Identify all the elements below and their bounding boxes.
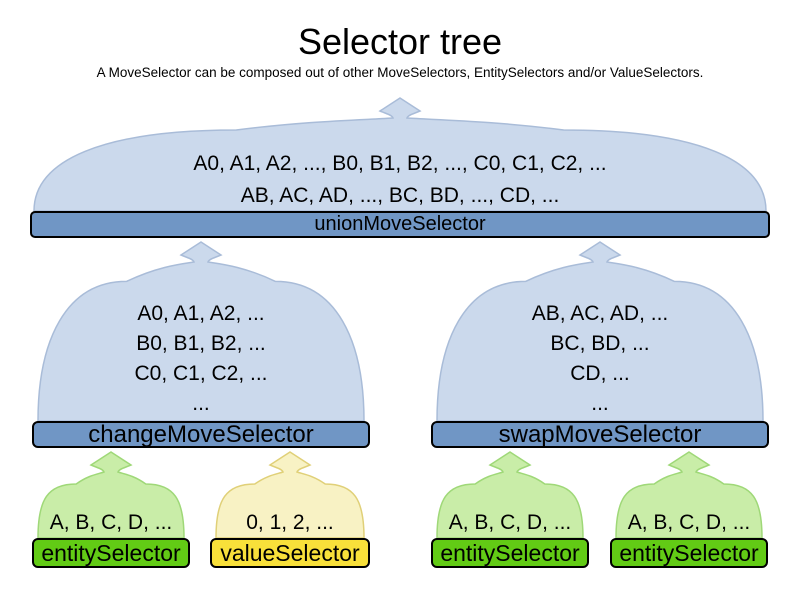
selection-list: A0, A1, A2, ..., B0, B1, B2, ..., C0, C1… xyxy=(28,148,772,212)
selection-line: A0, A1, A2, ... xyxy=(137,302,265,325)
selection-list: 0, 1, 2, ... xyxy=(210,508,370,538)
change-move-selector-bar: changeMoveSelector xyxy=(32,421,370,448)
node-entity-selector-3: A, B, C, D, ... entitySelector xyxy=(610,450,768,570)
node-swap-move-selector: AB, AC, AD, ... BC, BD, ... CD, ... ... … xyxy=(431,240,769,448)
selection-line: AB, AC, AD, ... xyxy=(531,302,669,325)
selection-line: 0, 1, 2, ... xyxy=(246,511,334,534)
selection-line: A, B, C, D, ... xyxy=(448,511,572,534)
node-union-move-selector: A0, A1, A2, ..., B0, B1, B2, ..., C0, C1… xyxy=(28,96,772,242)
node-value-selector: 0, 1, 2, ... valueSelector xyxy=(210,450,370,570)
page-subtitle: A MoveSelector can be composed out of ot… xyxy=(96,65,704,80)
selection-line: B0, B1, B2, ... xyxy=(136,332,266,355)
node-entity-selector-1: A, B, C, D, ... entitySelector xyxy=(32,450,190,570)
selection-list: A0, A1, A2, ... B0, B1, B2, ... C0, C1, … xyxy=(32,299,370,419)
entity-selector-bar: entitySelector xyxy=(610,538,768,568)
value-selector-bar: valueSelector xyxy=(210,538,370,568)
node-entity-selector-2: A, B, C, D, ... entitySelector xyxy=(431,450,589,570)
cloud-arrow-shape xyxy=(615,451,763,539)
union-move-selector-bar: unionMoveSelector xyxy=(30,211,770,238)
cloud-arrow-shape xyxy=(37,451,185,539)
entity-selector-bar: entitySelector xyxy=(431,538,589,568)
selection-list: A, B, C, D, ... xyxy=(610,508,768,538)
cloud-arrow-shape xyxy=(436,241,764,422)
cloud-arrow-shape xyxy=(33,97,767,212)
selection-line: A0, A1, A2, ..., B0, B1, B2, ..., C0, C1… xyxy=(193,152,607,175)
selection-list: A, B, C, D, ... xyxy=(32,508,190,538)
page-title: Selector tree xyxy=(297,21,503,62)
selection-list: AB, AC, AD, ... BC, BD, ... CD, ... ... xyxy=(431,299,769,419)
cloud-arrow-shape xyxy=(37,241,365,422)
node-change-move-selector: A0, A1, A2, ... B0, B1, B2, ... C0, C1, … xyxy=(32,240,370,448)
selection-line: CD, ... xyxy=(570,362,630,385)
cloud-arrow-shape xyxy=(215,451,365,539)
selection-line: BC, BD, ... xyxy=(550,332,650,355)
cloud-arrow-shape xyxy=(436,451,584,539)
selection-line: AB, AC, AD, ..., BC, BD, ..., CD, ... xyxy=(240,184,560,207)
selection-line: A, B, C, D, ... xyxy=(627,511,751,534)
swap-move-selector-bar: swapMoveSelector xyxy=(431,421,769,448)
selection-list: A, B, C, D, ... xyxy=(431,508,589,538)
selection-line: C0, C1, C2, ... xyxy=(134,362,268,385)
selection-line: A, B, C, D, ... xyxy=(49,511,173,534)
selection-line: ... xyxy=(591,392,609,415)
selection-line: ... xyxy=(192,392,210,415)
entity-selector-bar: entitySelector xyxy=(32,538,190,568)
